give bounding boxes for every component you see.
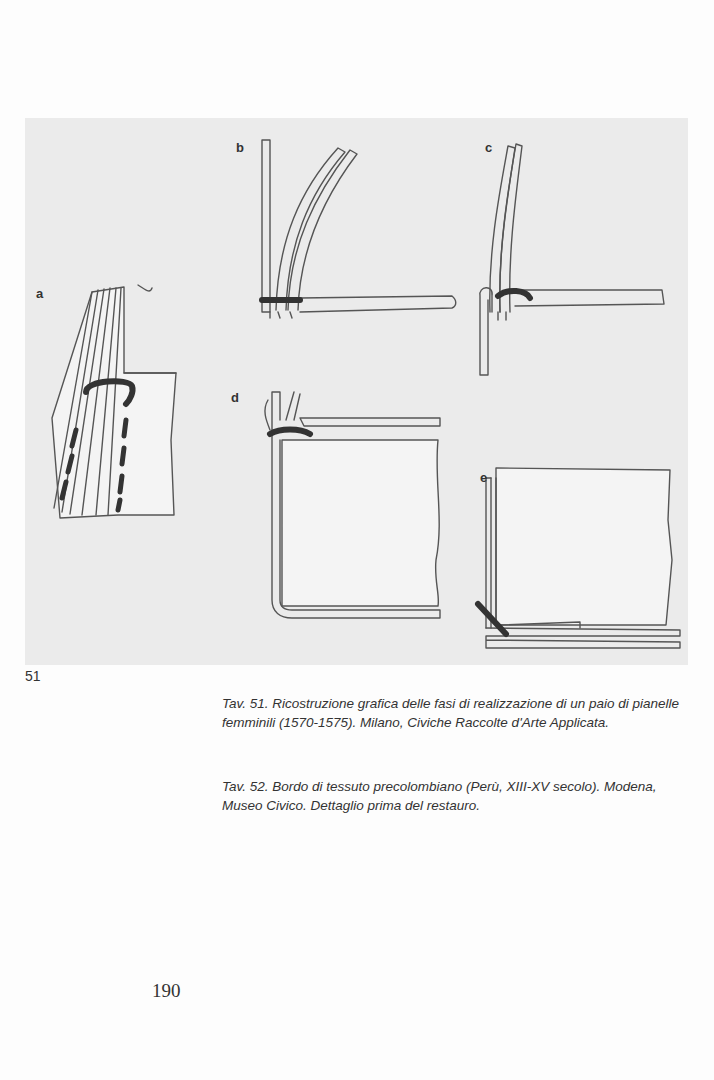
sketch-lines xyxy=(52,140,680,648)
step-letter: c xyxy=(485,140,492,155)
plate-number: 51 xyxy=(25,668,41,684)
stitch-marks xyxy=(62,291,530,634)
step-letter: b xyxy=(236,140,244,155)
step-letter: a xyxy=(36,286,43,301)
figure-panel xyxy=(25,118,688,665)
plate-caption: Tav. 51. Ricostruzione grafica delle fas… xyxy=(222,694,692,732)
page-number: 190 xyxy=(152,980,181,1002)
step-letter: e xyxy=(480,470,487,485)
step-letter: d xyxy=(231,390,239,405)
plate-caption: Tav. 52. Bordo di tessuto precolombiano … xyxy=(222,777,692,815)
